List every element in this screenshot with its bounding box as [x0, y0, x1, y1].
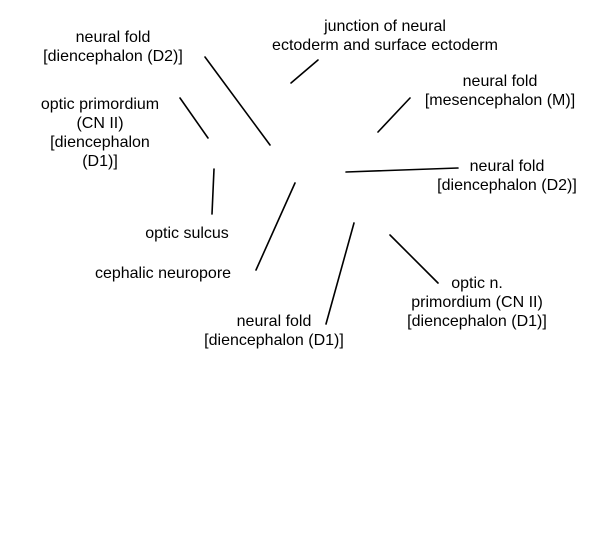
label-neural-fold-d2-left: neural fold [diencephalon (D2)] [43, 29, 183, 65]
leader-cephalic-neuropore [255, 182, 296, 271]
label-optic-primordium: optic primordium (CN II) [diencephalon (… [40, 96, 160, 170]
label-junction: junction of neural ectoderm and surface … [272, 18, 498, 54]
label-neural-fold-d2-right: neural fold [diencephalon (D2)] [437, 158, 577, 194]
leader-neural-fold-d2-right [345, 167, 459, 173]
label-optic-n-primordium: optic n. primordium (CN II) [diencephalo… [407, 275, 547, 330]
leader-neural-fold-d1 [325, 222, 355, 325]
leader-junction [290, 59, 319, 84]
label-cephalic-neuropore: cephalic neuropore [94, 265, 232, 282]
label-optic-sulcus: optic sulcus [145, 225, 229, 242]
label-neural-fold-d1: neural fold [diencephalon (D1)] [204, 313, 344, 349]
leader-optic-primordium [179, 97, 209, 139]
leader-neural-fold-d2-left [204, 56, 271, 146]
label-neural-fold-mesencephalon: neural fold [mesencephalon (M)] [424, 73, 576, 109]
leader-neural-fold-mesencephalon [377, 97, 411, 133]
leader-optic-sulcus [211, 168, 215, 215]
leader-optic-n-primordium [389, 234, 439, 284]
